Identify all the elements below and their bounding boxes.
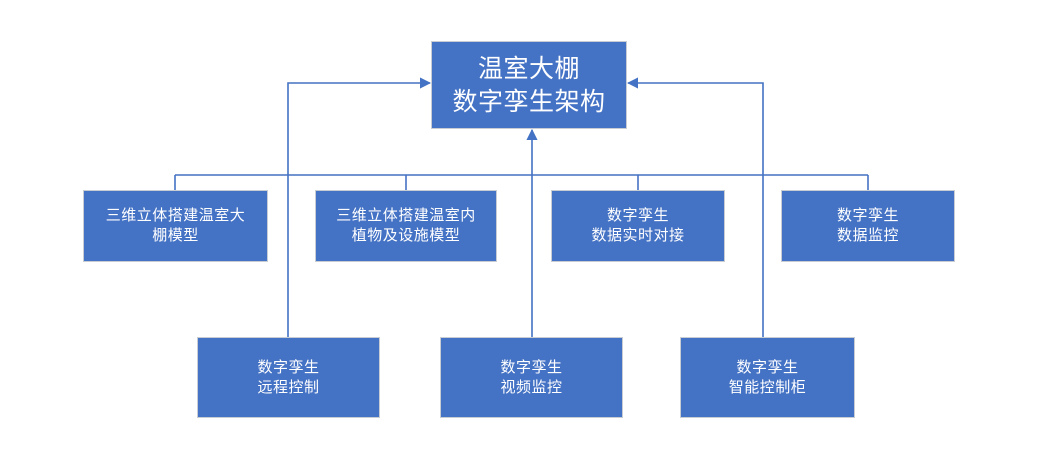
node-leaf-1[interactable]: 数字孪生 远程控制 xyxy=(197,337,380,418)
node-mid-1[interactable]: 三维立体搭建温室大 棚模型 xyxy=(83,190,268,262)
node-leaf-2-label: 数字孪生 视频监控 xyxy=(500,357,563,396)
node-mid-3[interactable]: 数字孪生 数据实时对接 xyxy=(551,190,725,262)
node-leaf-1-label: 数字孪生 远程控制 xyxy=(257,357,320,396)
node-mid-3-label: 数字孪生 数据实时对接 xyxy=(591,206,685,244)
node-root[interactable]: 温室大棚 数字孪生架构 xyxy=(431,41,627,129)
node-mid-4-label: 数字孪生 数据监控 xyxy=(836,206,899,244)
node-leaf-2[interactable]: 数字孪生 视频监控 xyxy=(440,337,623,418)
node-leaf-3[interactable]: 数字孪生 智能控制柜 xyxy=(680,337,855,418)
node-mid-4[interactable]: 数字孪生 数据监控 xyxy=(781,190,955,262)
node-leaf-3-label: 数字孪生 智能控制柜 xyxy=(728,357,807,396)
node-root-label: 温室大棚 数字孪生架构 xyxy=(452,54,606,116)
node-mid-2[interactable]: 三维立体搭建温室内 植物及设施模型 xyxy=(315,190,497,262)
node-mid-2-label: 三维立体搭建温室内 植物及设施模型 xyxy=(336,206,476,244)
node-mid-1-label: 三维立体搭建温室大 棚模型 xyxy=(105,206,246,244)
